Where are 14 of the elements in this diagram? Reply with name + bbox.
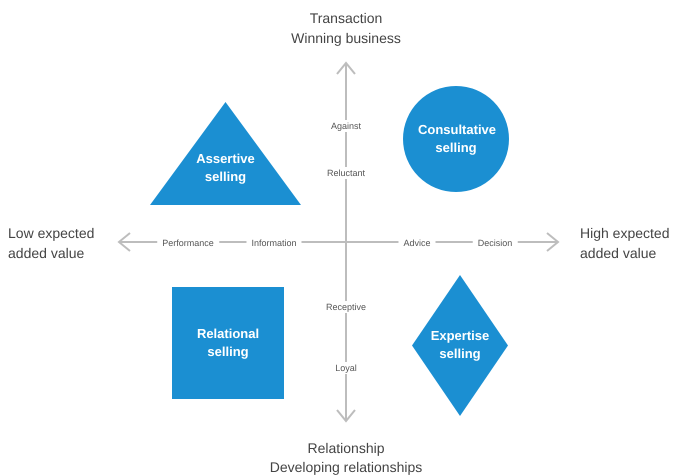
axis-label: Information (246, 237, 302, 249)
axis-end-label: Developing relationships (270, 458, 422, 476)
axis-end-label: High expected added value (580, 224, 671, 263)
axis-end-label: Relationship (307, 439, 385, 457)
shape-label: Consultative selling (418, 121, 494, 157)
axis-end-label: Winning business (291, 29, 401, 47)
shape-label: Expertise selling (430, 327, 490, 363)
axis-end-label: Low expected added value (8, 224, 96, 263)
axis-label: Performance (157, 237, 219, 249)
shape-label: Relational selling (196, 325, 260, 361)
axis-label: Advice (398, 237, 436, 249)
shape-label: Assertive selling (195, 150, 256, 186)
axis-end-label: Transaction (310, 9, 382, 27)
axis-label: Decision (472, 237, 518, 249)
